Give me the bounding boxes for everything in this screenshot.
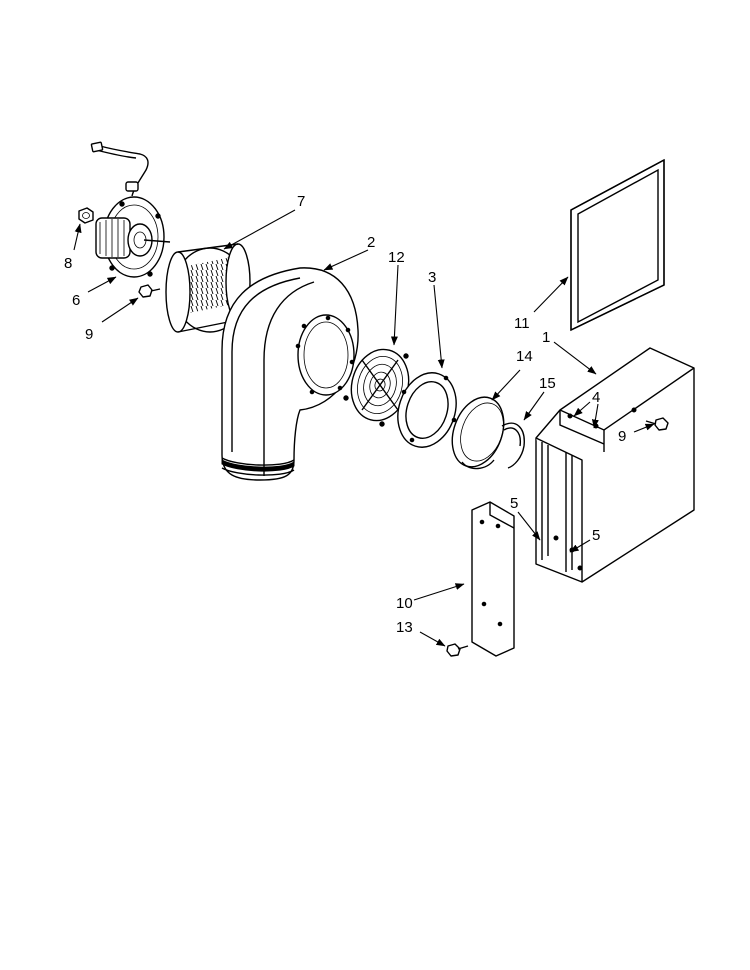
leader-6 bbox=[87, 276, 117, 293]
callout-8[interactable]: 8 bbox=[64, 255, 72, 272]
callout-7[interactable]: 7 bbox=[297, 193, 305, 210]
leader-4a bbox=[573, 401, 591, 417]
access-panel bbox=[471, 501, 515, 657]
callout-11[interactable]: 11 bbox=[514, 315, 530, 332]
inlet-guard bbox=[343, 348, 410, 427]
leader-14 bbox=[491, 369, 521, 401]
callout-15[interactable]: 15 bbox=[539, 375, 556, 392]
leader-11 bbox=[533, 276, 569, 313]
screw-part-9-right bbox=[645, 417, 669, 431]
duct-connector bbox=[451, 396, 505, 470]
leader-12 bbox=[390, 264, 399, 346]
callout-14[interactable]: 14 bbox=[516, 348, 533, 365]
leader-5b bbox=[569, 539, 591, 553]
nut-part-8 bbox=[78, 207, 94, 224]
leader-13 bbox=[419, 631, 446, 647]
blower-motor bbox=[90, 141, 171, 278]
leader-2 bbox=[323, 249, 369, 271]
callout-5-right[interactable]: 5 bbox=[592, 527, 600, 544]
blower-housing bbox=[221, 267, 359, 481]
callout-12[interactable]: 12 bbox=[388, 249, 405, 266]
leader-1 bbox=[553, 341, 597, 375]
retaining-clip bbox=[501, 422, 525, 469]
callout-4[interactable]: 4 bbox=[592, 389, 600, 406]
leader-9a bbox=[101, 297, 139, 323]
leader-15 bbox=[523, 391, 545, 421]
leader-4b bbox=[591, 403, 599, 429]
leader-lines bbox=[73, 209, 655, 647]
leader-10 bbox=[413, 583, 465, 601]
screw-part-13 bbox=[446, 643, 469, 657]
leader-7 bbox=[223, 209, 296, 250]
callout-9-left[interactable]: 9 bbox=[85, 326, 93, 343]
callout-labels: 7 2 12 3 8 6 9 11 1 14 15 4 9 5 5 10 13 bbox=[64, 193, 626, 636]
callout-6[interactable]: 6 bbox=[72, 292, 80, 309]
callout-13[interactable]: 13 bbox=[396, 619, 413, 636]
mounting-ring bbox=[397, 372, 457, 448]
leader-3 bbox=[433, 284, 445, 369]
leader-8 bbox=[73, 223, 82, 251]
callout-1[interactable]: 1 bbox=[542, 329, 550, 346]
housing-box bbox=[535, 347, 695, 583]
callout-2[interactable]: 2 bbox=[367, 234, 375, 251]
leader-5a bbox=[517, 511, 541, 541]
callout-9-right[interactable]: 9 bbox=[618, 428, 626, 445]
screw-part-9-left bbox=[138, 284, 161, 298]
callout-3[interactable]: 3 bbox=[428, 269, 436, 286]
leader-9b bbox=[633, 423, 655, 433]
callout-10[interactable]: 10 bbox=[396, 595, 413, 612]
filter-grille bbox=[570, 158, 665, 332]
callout-5-left[interactable]: 5 bbox=[510, 495, 518, 512]
